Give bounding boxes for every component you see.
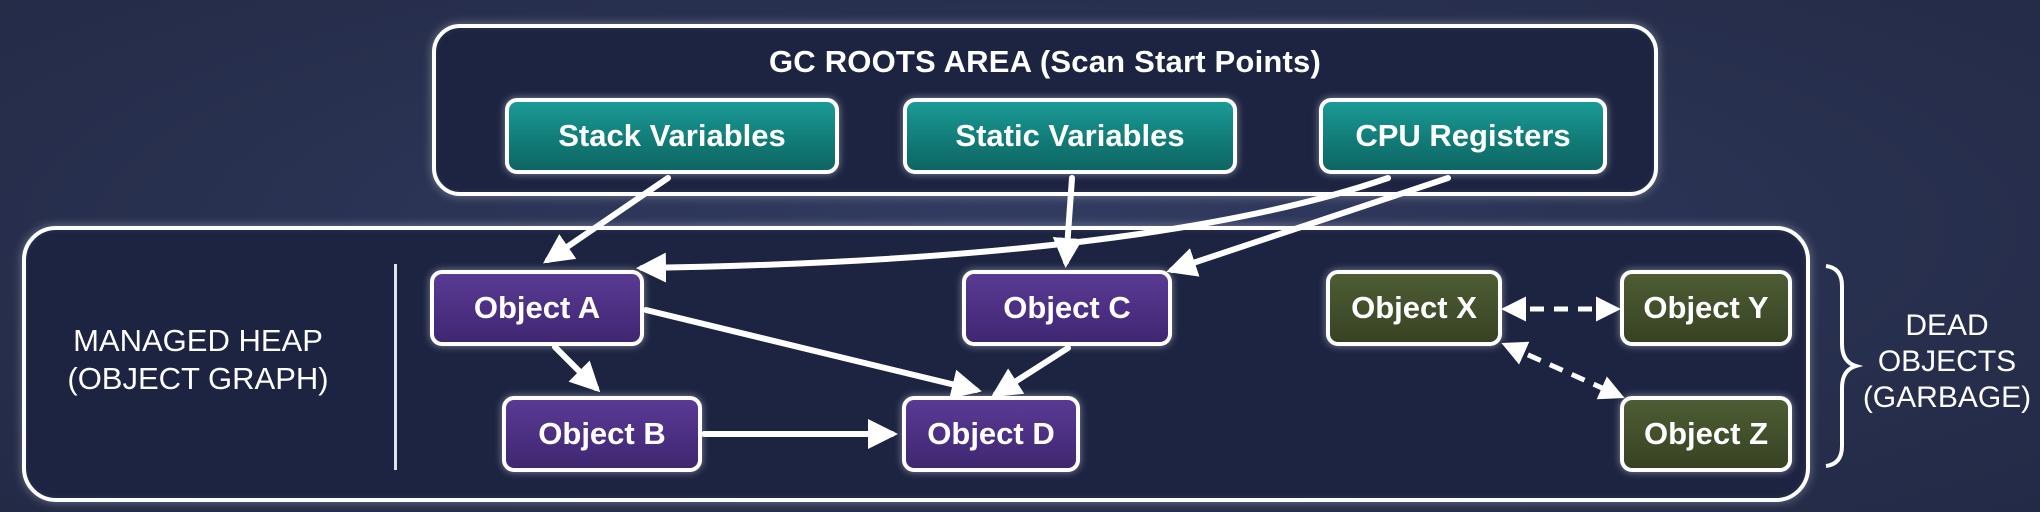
node-stack-variables[interactable]: Stack Variables (505, 98, 839, 174)
dead-label-line-3: (GARBAGE) (1862, 381, 2032, 414)
heap-divider (394, 264, 397, 470)
heap-label-line-2: (OBJECT GRAPH) (67, 361, 329, 396)
node-object-b[interactable]: Object B (502, 396, 702, 472)
node-object-z-label: Object Z (1643, 416, 1768, 451)
dead-objects-brace (1825, 264, 1864, 468)
node-cpu-registers-label: CPU Registers (1355, 118, 1571, 153)
gc-roots-title: GC ROOTS AREA (Scan Start Points) (768, 44, 1322, 79)
node-static-variables-label: Static Variables (955, 118, 1185, 153)
dead-label-line-1: DEAD (1905, 309, 1989, 342)
node-cpu-registers[interactable]: CPU Registers (1319, 98, 1607, 174)
node-object-d[interactable]: Object D (902, 396, 1080, 472)
node-object-y-label: Object Y (1643, 290, 1769, 325)
dead-objects-label: DEAD OBJECTS (GARBAGE) (1854, 308, 2040, 416)
node-object-c[interactable]: Object C (962, 270, 1172, 346)
node-static-variables[interactable]: Static Variables (903, 98, 1237, 174)
node-stack-variables-label: Stack Variables (558, 118, 786, 153)
node-object-x-label: Object X (1351, 290, 1477, 325)
node-object-x[interactable]: Object X (1326, 270, 1502, 346)
node-object-b-label: Object B (538, 416, 666, 451)
heap-label-line-1: MANAGED HEAP (73, 323, 323, 358)
node-object-a[interactable]: Object A (430, 270, 644, 346)
managed-heap-label: MANAGED HEAP (OBJECT GRAPH) (48, 322, 348, 398)
node-object-c-label: Object C (1003, 290, 1131, 325)
dead-label-line-2: OBJECTS (1877, 345, 2017, 378)
node-object-a-label: Object A (473, 290, 601, 325)
node-object-z[interactable]: Object Z (1620, 396, 1792, 472)
node-object-y[interactable]: Object Y (1620, 270, 1792, 346)
node-object-d-label: Object D (927, 416, 1055, 451)
